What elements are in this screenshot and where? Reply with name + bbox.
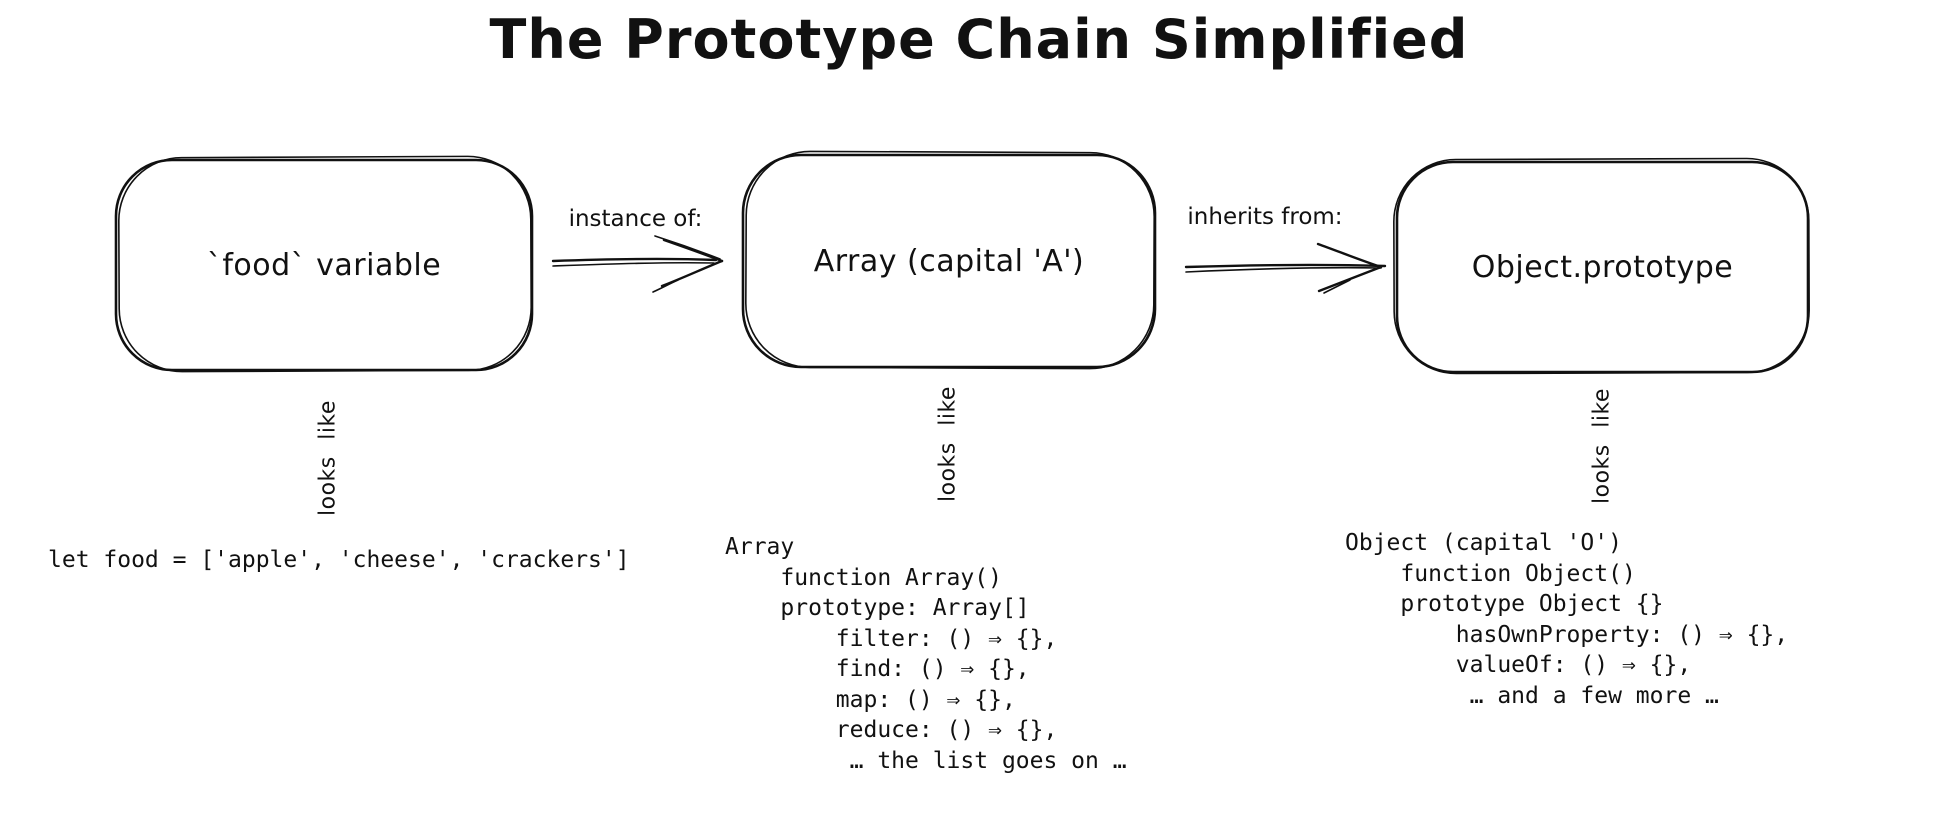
node-array-box [741,150,1157,370]
edge-instance-of-arrow-icon [551,235,724,293]
node-food-label: `food` variable [206,247,442,283]
page-title: The Prototype Chain Simplified [489,8,1469,71]
connector-looks-like-object: looks like [1589,388,1615,504]
code-block-object: Object (capital 'O') function Object() p… [1345,530,1789,709]
node-array-label: Array (capital 'A') [813,243,1085,279]
connector-looks-like-array: looks like [935,386,961,502]
connector-looks-like-food: looks like [315,400,341,516]
code-block-array: Array function Array() prototype: Array[… [725,534,1127,774]
code-block-food: let food = ['apple', 'cheese', 'crackers… [48,547,630,573]
edge-inherits-from-arrow-icon [1184,242,1387,294]
node-object-box [1393,157,1810,375]
node-food-box [114,155,534,373]
edge-inherits-from-label: inherits from: [1187,204,1343,230]
edge-instance-of-label: instance of: [568,206,703,232]
node-object-label: Object.prototype [1471,249,1734,285]
